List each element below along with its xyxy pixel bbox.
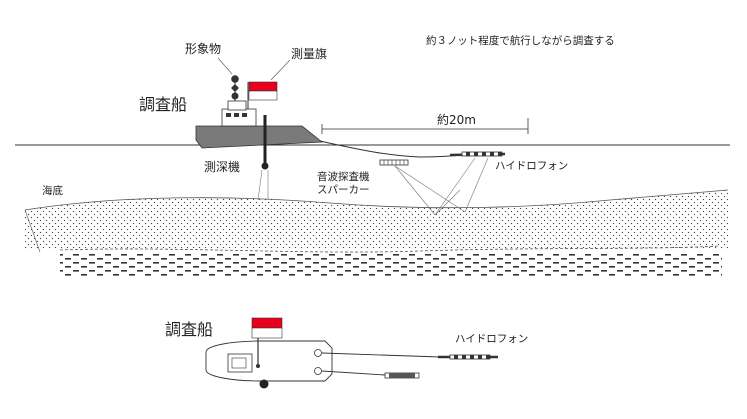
label-survey-ship: 調査船 — [139, 95, 188, 114]
seabed-sediment — [25, 190, 728, 250]
echo-sounder-plan — [259, 379, 269, 389]
label-hydrophone: ハイドロフォン — [495, 160, 569, 172]
survey-flag-plan — [251, 317, 283, 339]
label-seabed: 海底 — [42, 185, 63, 197]
sediment-boundary — [59, 245, 721, 253]
label-survey-ship-plan: 調査船 — [165, 320, 214, 339]
shape-object-diamond — [231, 84, 239, 92]
label-distance: 約20m — [437, 113, 476, 127]
label-sonic-probe: 音波探査機 — [317, 171, 370, 183]
label-hydrophone-plan: ハイドロフォン — [455, 333, 529, 345]
label-echo-sounder: 測深機 — [204, 160, 241, 174]
label-survey-flag: 測量旗 — [291, 47, 328, 61]
acoustic-rays — [394, 157, 489, 216]
seabed-surface-line — [24, 189, 729, 211]
label-shape-objects: 形象物 — [185, 42, 222, 56]
survey-ship-plan — [205, 317, 333, 389]
shape-object-ball — [231, 75, 239, 83]
survey-flag — [248, 81, 278, 101]
label-sparker: スパーカー — [317, 184, 370, 196]
bedrock-layer — [60, 252, 722, 276]
survey-ship-side — [195, 75, 324, 201]
sparker — [379, 159, 409, 166]
label-speed-note: 約３ノット程度で航行しながら調査する — [426, 35, 615, 47]
echo-sounder — [261, 162, 269, 170]
